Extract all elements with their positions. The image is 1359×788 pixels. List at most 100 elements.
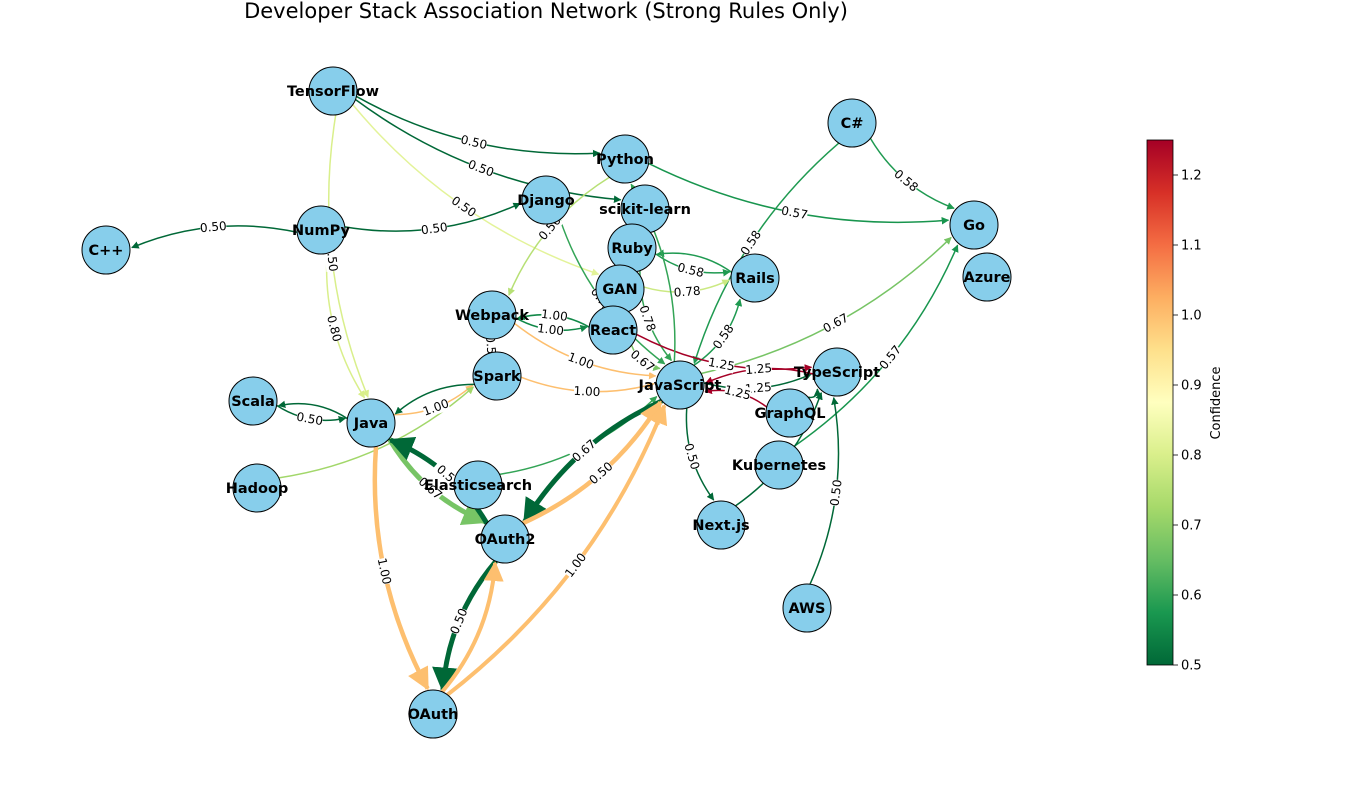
node-circle <box>588 305 638 355</box>
node-label: Spark <box>473 369 521 385</box>
node-oauth2: OAuth2 <box>475 514 535 564</box>
edge-label: 1.25 <box>745 359 773 377</box>
node-circle <box>730 253 780 303</box>
edge-label-text: 0.50 <box>447 606 470 636</box>
node-typescript: TypeScript <box>794 347 880 397</box>
node-java: Java <box>346 398 396 448</box>
node-elasticsearch: Elasticsearch <box>424 460 532 510</box>
node-circle <box>765 388 815 438</box>
colorbar-tick-label: 1.1 <box>1181 239 1202 254</box>
node-c: C++ <box>81 225 131 275</box>
edge-label-background <box>566 348 596 373</box>
colorbar-tick-label: 1.0 <box>1181 309 1202 324</box>
edge-label-text: 0.50 <box>295 410 324 429</box>
edge-spark-to-java <box>394 383 475 415</box>
edge-label: 0.78 <box>636 303 660 334</box>
edge-label: 0.50 <box>466 156 496 180</box>
edge-label: 0.58 <box>709 321 737 352</box>
edge-label-background <box>420 218 449 238</box>
edge-label: 1.00 <box>536 320 565 338</box>
node-label: Rails <box>735 271 775 287</box>
edge-label-text: 1.00 <box>540 307 568 324</box>
edge-label-background <box>459 131 489 153</box>
node-tensorflow: TensorFlow <box>287 66 379 116</box>
node-label: Java <box>353 416 388 432</box>
node-label: Python <box>596 152 654 168</box>
edge-label-background <box>415 473 446 503</box>
node-circle <box>696 500 746 550</box>
colorbar-tick-label: 0.5 <box>1181 659 1202 674</box>
node-spark: Spark <box>472 351 522 401</box>
node-circle <box>308 66 358 116</box>
edge-label: 0.58 <box>676 259 706 281</box>
node-circle <box>232 463 282 513</box>
edge-label-text: 0.80 <box>324 314 344 343</box>
edge-label-text: 0.67 <box>821 311 851 336</box>
edge-label: 0.50 <box>199 217 227 236</box>
node-ruby: Ruby <box>607 223 657 273</box>
edge-label: 0.50 <box>449 192 480 220</box>
edge-label-background <box>199 217 227 236</box>
edge-label-background <box>627 346 658 375</box>
edge-label-background <box>707 353 736 374</box>
edge-c-to-go <box>869 138 955 210</box>
node-rails: Rails <box>730 253 780 303</box>
edge-label-text: 0.58 <box>738 228 764 258</box>
edge-label-background <box>875 342 904 372</box>
node-circle <box>228 376 278 426</box>
node-numpy: NumPy <box>292 205 351 255</box>
node-circle <box>655 360 705 410</box>
edge-label-background <box>324 313 346 343</box>
node-label: TypeScript <box>794 365 880 381</box>
edge-label: 1.00 <box>566 348 596 373</box>
node-label: JavaScript <box>638 378 722 394</box>
node-graphql: GraphQL <box>754 388 826 438</box>
node-label: Scala <box>231 394 275 410</box>
node-label: GraphQL <box>754 406 825 422</box>
node-circle <box>962 252 1012 302</box>
edge-label-text: 0.50 <box>827 479 844 507</box>
edge-label-text: 0.58 <box>710 322 737 352</box>
node-javascript: JavaScript <box>638 360 722 410</box>
node-circle <box>472 351 522 401</box>
edge-label-text: 1.00 <box>536 321 564 338</box>
colorbar-ticks: 0.50.60.70.80.91.01.11.2 <box>1173 169 1202 674</box>
edge-label: 0.80 <box>324 313 346 343</box>
edge-label-background <box>585 458 616 488</box>
edge-label-text: 0.50 <box>459 132 488 152</box>
node-label: GAN <box>602 282 637 298</box>
edge-rails-to-ruby <box>656 249 733 273</box>
edge-label-text: 1.25 <box>744 380 772 396</box>
edge-label-background <box>636 303 660 334</box>
node-label: Elasticsearch <box>424 478 532 494</box>
colorbar-label: Confidence <box>1209 366 1224 439</box>
edge-label-background <box>737 227 764 258</box>
edge-label-background <box>826 478 845 507</box>
edge-label: 0.67 <box>820 309 851 336</box>
edge-label-text: 0.57 <box>876 343 904 373</box>
node-label: Kubernetes <box>732 458 826 474</box>
edge-label: 0.57 <box>780 202 809 222</box>
node-oauth: OAuth <box>408 689 458 739</box>
node-python: Python <box>596 134 654 184</box>
edge-label-text: 1.25 <box>723 383 752 403</box>
edge-label-background <box>676 259 706 281</box>
node-scikit-learn: scikit-learn <box>599 184 691 234</box>
nodes-layer: TensorFlowPythonC#GoAzureDjangoscikit-le… <box>81 66 1012 739</box>
edge-label-background <box>420 395 451 419</box>
edge-label-text: 0.67 <box>628 347 658 375</box>
edge-label-text: 1.00 <box>566 350 596 372</box>
edge-label-text: 0.50 <box>420 220 448 237</box>
edge-label-text: 0.58 <box>676 260 705 280</box>
edge-label-text: 0.50 <box>681 442 702 472</box>
edge-label-background <box>431 459 461 488</box>
node-circle <box>827 98 877 148</box>
edge-label-background <box>374 556 395 586</box>
node-circle <box>754 440 804 490</box>
edge-label-background <box>681 441 704 471</box>
edge-label-background <box>891 166 922 195</box>
chart-title: Developer Stack Association Network (Str… <box>244 0 848 23</box>
edge-label-text: 1.00 <box>573 384 600 399</box>
colorbar-tick-label: 1.2 <box>1181 169 1202 184</box>
edge-label-text: 0.78 <box>636 304 658 334</box>
